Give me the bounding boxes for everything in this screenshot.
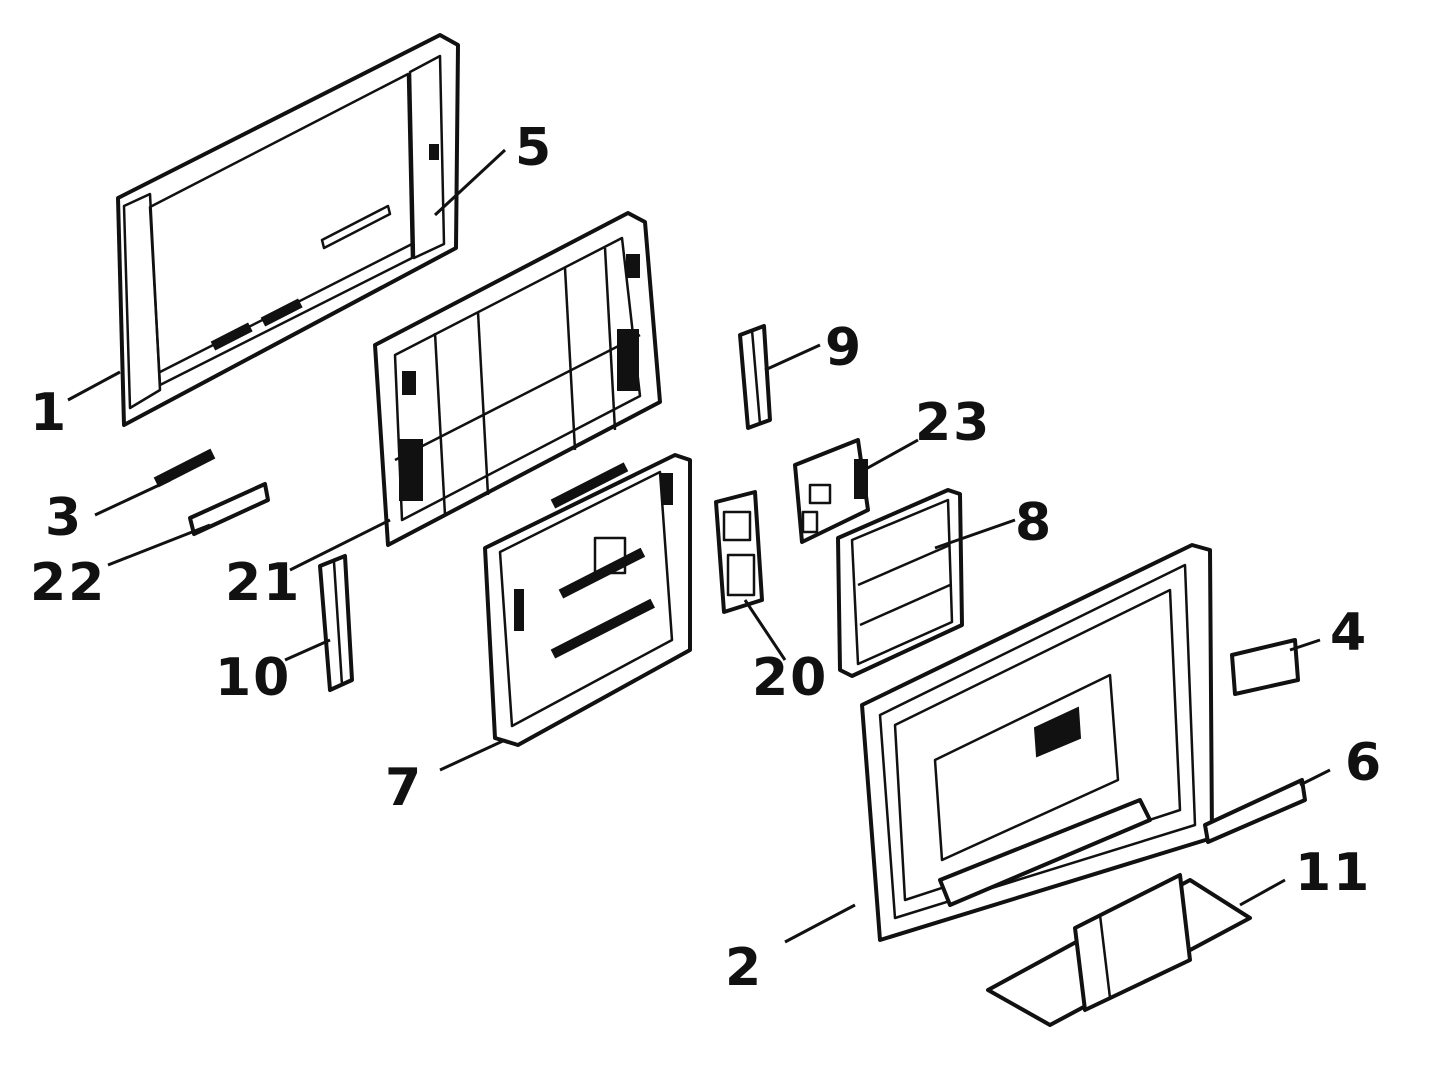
part-11-stand-base [986,873,1252,1027]
part-9-speaker-right [738,324,772,430]
callout-23: 23 [915,393,991,453]
part-6-bracket [1203,778,1307,844]
part-2-rear-cover [860,543,1214,942]
part-22-small-board [188,482,270,536]
part-7-main-board [483,453,692,747]
callout-6: 6 [1345,733,1383,793]
callout-8: 8 [1015,493,1053,553]
callout-22: 22 [30,553,106,613]
callout-11: 11 [1295,843,1371,903]
part-20-power-module [714,490,764,614]
part-8-pcb-board [836,488,964,678]
callout-4: 4 [1330,603,1368,663]
callout-9: 9 [825,318,863,378]
callout-3: 3 [45,488,83,548]
part-4-label-plate [1230,638,1300,696]
callout-10: 10 [215,648,291,708]
part-23-pcb [793,438,870,544]
part-21-chassis-frame [373,211,662,547]
callout-2: 2 [725,938,763,998]
part-1-front-bezel [116,33,460,427]
part-3-ir-board [153,448,216,488]
callout-21: 21 [225,553,301,613]
callout-7: 7 [385,758,423,818]
callout-1: 1 [30,383,68,443]
callout-labels: 1 5 3 22 21 10 9 23 8 20 7 4 6 11 2 [30,118,1383,998]
callout-5: 5 [515,118,553,178]
leader-lines [67,148,1331,944]
part-10-speaker-left [318,554,354,692]
callout-20: 20 [752,648,828,708]
